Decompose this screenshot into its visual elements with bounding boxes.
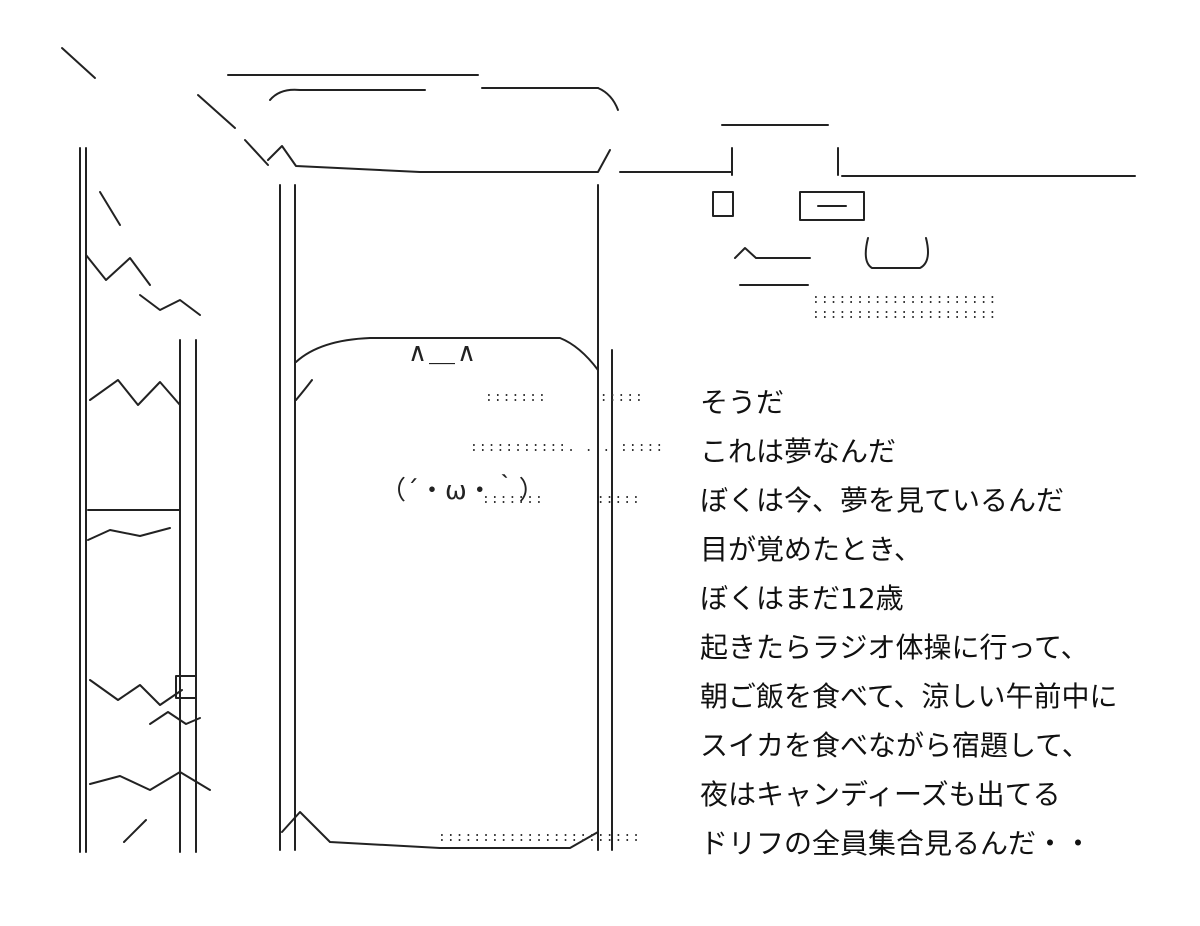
cat-face: ∧＿∧ （´・ω・｀） xyxy=(380,238,560,560)
diagonal-stroke-mid xyxy=(197,94,236,129)
roof-arc-right xyxy=(597,87,619,111)
figure-shoulder xyxy=(295,379,313,401)
left-panel-diagonals-2 xyxy=(89,679,183,706)
monologue-line: 目が覚めたとき、 xyxy=(700,533,923,566)
diagonal-stroke-left xyxy=(61,47,96,79)
monologue-line: スイカを食べながら宿題して、 xyxy=(700,729,1090,762)
cat-expression: （´・ω・｀） xyxy=(380,476,545,506)
roof-base xyxy=(267,145,611,173)
left-panel-wave xyxy=(87,527,171,541)
monologue-line: ドリフの全員集合見るんだ・・ xyxy=(700,827,1093,860)
window-vessel xyxy=(864,237,929,269)
monologue-line: これは夢なんだ xyxy=(700,435,897,468)
figure-body-top xyxy=(295,337,599,371)
roof-arc-left xyxy=(269,88,426,101)
diagonal-stroke-lower xyxy=(244,139,269,166)
left-panel-slash xyxy=(123,819,147,843)
monologue-line: そうだ xyxy=(700,386,785,419)
dot-fill-figure-a: ::::::: ::::: xyxy=(485,390,644,405)
left-panel-shelf-a xyxy=(85,254,151,286)
left-panel-foot xyxy=(89,771,211,791)
dot-fill-figure-c: ::::::: ::::: xyxy=(482,492,641,507)
monologue-line: 夜はキャンディーズも出てる xyxy=(700,778,1061,811)
monologue-line: ぼくは今、夢を見ているんだ xyxy=(700,484,1065,517)
left-panel-brace xyxy=(99,191,121,226)
monologue-line: 起きたらラジオ体操に行って、 xyxy=(700,631,1089,664)
left-panel-shelf-b xyxy=(139,294,201,316)
monologue-text: そうだ これは夢なんだ ぼくは今、夢を見ているんだ 目が覚めたとき、 ぼくはまだ… xyxy=(700,378,1117,868)
window-arc xyxy=(734,247,811,259)
left-panel-curl xyxy=(149,711,201,725)
left-panel-diagonals xyxy=(89,379,181,406)
window-small-pane xyxy=(712,191,734,217)
figure-base xyxy=(281,811,599,849)
monologue-line: 朝ご飯を食べて、涼しい午前中に xyxy=(700,680,1118,713)
dot-fill-figure-b: :::::::::::. . . ::::: xyxy=(470,440,665,455)
window-shelf-box xyxy=(799,191,865,221)
monologue-line: ぼくはまだ12歳 xyxy=(700,582,904,615)
dot-fill-window: ::::::::::::::::::::: ::::::::::::::::::… xyxy=(812,292,998,322)
dot-fill-base: ::::::::::::::::::::::: xyxy=(438,830,642,845)
cat-ears: ∧＿∧ xyxy=(408,338,479,368)
left-panel-box xyxy=(175,675,197,699)
